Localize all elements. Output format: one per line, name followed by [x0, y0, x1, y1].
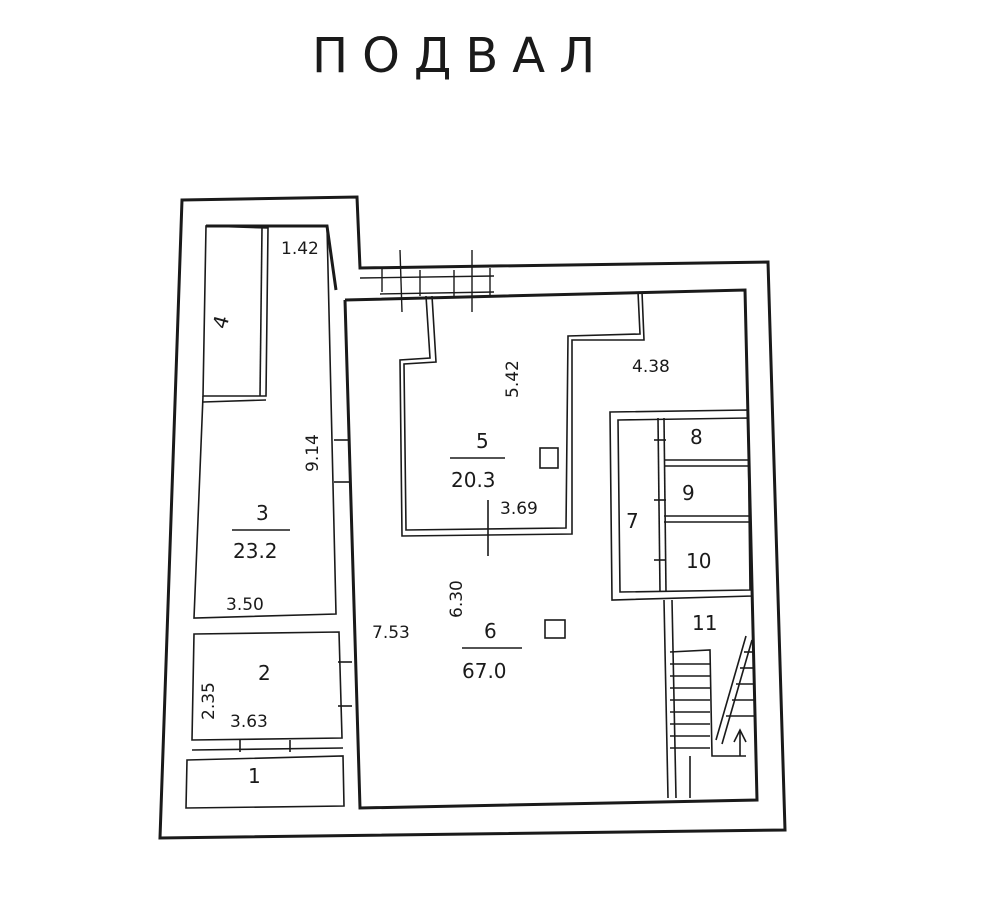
room-3-area: 23.2	[233, 539, 278, 563]
column-marker	[544, 619, 566, 639]
dim-4-38: 4.38	[632, 357, 670, 377]
staircase	[663, 599, 754, 799]
dim-2-35: 2.35	[199, 682, 219, 720]
dim-1-42: 1.42	[281, 239, 319, 259]
room-3-number: 3	[256, 501, 269, 525]
room-9-number: 9	[682, 481, 695, 505]
room-1-number: 1	[248, 764, 261, 788]
dim-6-30: 6.30	[447, 580, 467, 618]
room-4-number: 4	[208, 313, 234, 332]
dimension-labels: 1.42 9.14 3.50 2.35 3.63 5.42 4.38 3.69 …	[199, 239, 670, 732]
room-5-number: 5	[476, 429, 489, 453]
room-11-number: 11	[692, 611, 717, 635]
plan-title: ПОДВАЛ	[312, 28, 609, 84]
right-rooms	[609, 409, 753, 601]
room-5-walls	[399, 291, 645, 556]
window-hatches	[359, 249, 495, 313]
dim-5-42: 5.42	[503, 360, 523, 398]
dim-9-14: 9.14	[303, 434, 323, 472]
room-labels: 1 2 3 23.2 4 5 20.3 6 67.0 7 8 9 10 11	[208, 313, 718, 788]
room-2-number: 2	[258, 661, 271, 685]
left-rooms	[185, 225, 345, 809]
dim-3-69: 3.69	[500, 499, 538, 519]
door-marks	[334, 439, 352, 707]
dim-3-50: 3.50	[226, 595, 264, 615]
room-7-number: 7	[626, 509, 639, 533]
room-5-area: 20.3	[451, 468, 496, 492]
room-10-number: 10	[686, 549, 711, 573]
room-8-number: 8	[690, 425, 703, 449]
dim-3-63: 3.63	[230, 712, 268, 732]
room-6-area: 67.0	[462, 659, 507, 683]
room-6-number: 6	[484, 619, 497, 643]
dim-7-53: 7.53	[372, 623, 410, 643]
